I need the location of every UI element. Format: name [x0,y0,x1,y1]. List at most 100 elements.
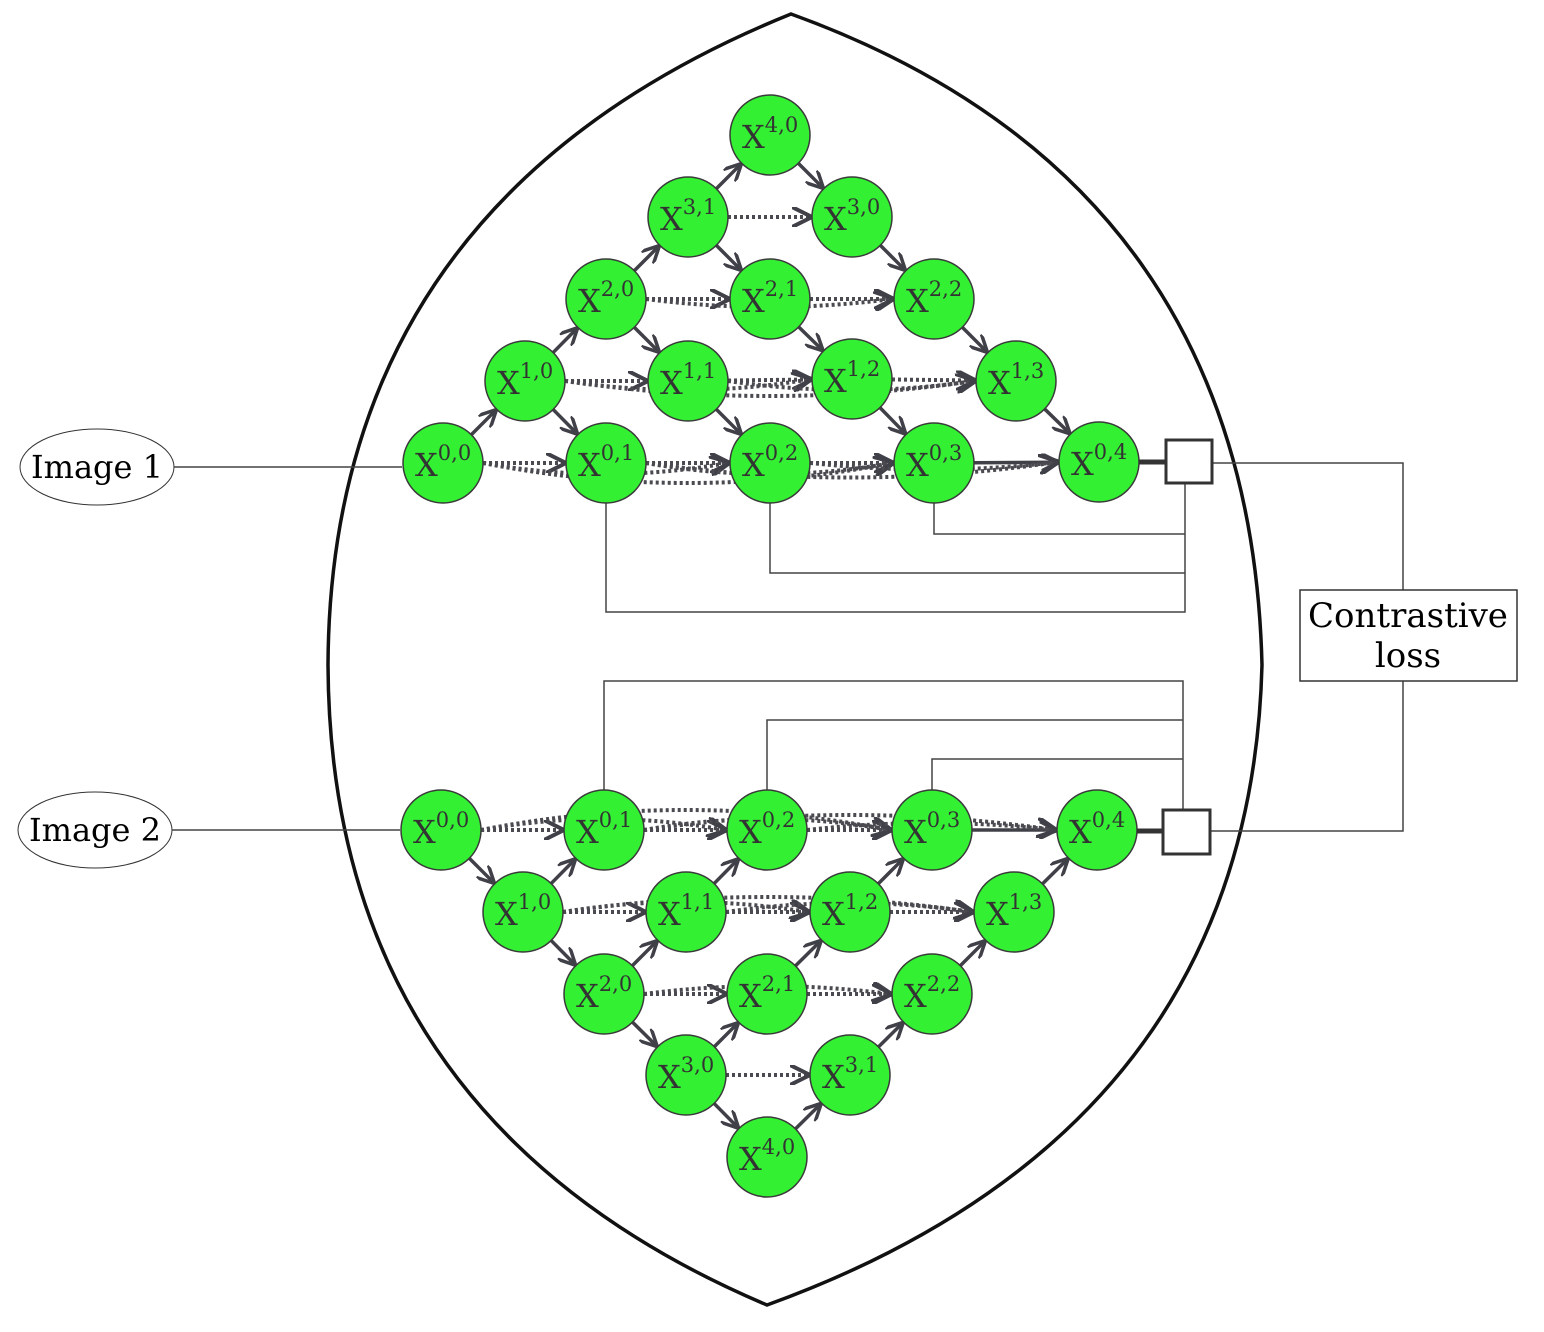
bottom-node-label: X2,1 [739,972,795,1015]
input-image-2: Image 2 [17,791,400,869]
edge-t22-t13 [961,326,986,351]
edge-b10-b20 [549,939,574,964]
contrastive-loss: Contrastive loss [1210,462,1518,832]
top-node-label: X2,2 [906,277,962,320]
skip-b10-b13 [562,895,972,912]
top-node-circle [811,176,893,258]
bottom-node-10: X1,0 [482,871,564,953]
top-node-04: X0,4 [1058,421,1140,503]
edge-t31-t21 [715,244,740,269]
top-node-20: X2,0 [565,258,647,340]
edge-b11-b02 [712,860,737,885]
edge-b31-b22 [877,1024,902,1049]
bottom-node-label: X1,3 [986,890,1042,933]
bottom-node-13: X1,3 [973,871,1055,953]
input-image-1: Image 1 [19,428,402,506]
edge-b21-b12 [794,942,820,968]
bottom-output [1137,808,1212,856]
edge-t13-t04 [1043,407,1069,433]
bottom-node-label: X0,1 [576,808,632,851]
bottom-node-label: X3,0 [658,1053,714,1096]
top-node-label: X1,3 [988,359,1044,402]
bottom-node-label: X3,1 [822,1053,878,1096]
skip-t10-t13 [564,381,974,398]
top-node-circle [893,422,975,504]
top-node-label: X0,3 [906,441,962,484]
top-node-label: X2,1 [742,277,798,320]
skip-t11-t13 [727,381,974,390]
skip-t01-t04 [645,462,1057,480]
top-node-label: X3,0 [824,195,880,238]
top-node-label: X0,2 [742,441,798,484]
top-node-circle [647,176,729,258]
bottom-node-circle [563,953,645,1035]
edge-b12-b03 [877,860,902,885]
bottom-node-circle [726,953,808,1035]
bottom-output-box [1161,808,1212,856]
bottom-node-02: X0,2 [726,789,808,871]
bottom-node-label: X2,0 [576,972,632,1015]
siamese-network-outline [326,12,1264,1307]
edge-b10-b01 [549,860,574,885]
edge-t20-t31 [633,247,658,272]
top-node-circle [565,258,647,340]
bottom-node-11: X1,1 [645,871,727,953]
edge-t10-t01 [551,408,576,433]
bottom-node-label: X0,4 [1069,808,1125,851]
skip-t20-t22 [645,299,892,307]
top-node-circle [811,338,893,420]
bottom-node-label: X2,2 [904,972,960,1015]
skip-b00-b03 [480,808,890,830]
top-node-40: X4,0 [729,94,811,176]
top-node-circle [647,340,729,422]
bottom-node-circle [809,1034,891,1116]
bottom-node-04: X0,4 [1056,789,1138,871]
top-output [1139,438,1214,485]
bottom-node-circle [645,871,727,953]
top-node-label: X0,4 [1071,440,1127,483]
top-node-label: X1,2 [824,357,880,400]
bottom-node-22: X2,2 [891,953,973,1035]
contrastive-loss-line2: loss [1375,636,1441,676]
bottom-node-00: X0,0 [400,789,482,871]
top-node-11: X1,1 [647,340,729,422]
bottom-node-circle [645,1034,727,1116]
top-node-label: X0,1 [578,441,634,484]
top-deep-supervision-lines [605,483,1186,613]
top-node-10: X1,0 [484,340,566,422]
skip-b01-b04 [643,813,1055,830]
edge-b20-b11 [631,942,656,967]
edge-b00-b10 [468,857,493,882]
edge-t12-t03 [878,406,905,433]
top-node-12: X1,2 [811,338,893,420]
top-node-circle [484,340,566,422]
top-node-label: X0,0 [415,441,471,484]
top-node-circle [729,422,811,504]
top-node-02: X0,2 [729,422,811,504]
bottom-node-circle [482,871,564,953]
bottom-node-label: X0,3 [904,808,960,851]
bottom-deep-supervision-lines [603,680,1184,810]
top-node-circle [729,94,811,176]
edge-t11-t02 [715,408,740,433]
input-image-1-label: Image 1 [31,448,163,486]
edge-t21-t12 [797,325,822,350]
skip-b11-b13 [725,903,972,912]
top-node-13: X1,3 [975,340,1057,422]
bottom-node-circle [891,789,973,871]
edge-b22-b13 [959,942,984,967]
top-node-30: X3,0 [811,176,893,258]
skip-t00-t03 [482,463,892,485]
bottom-node-circle [563,789,645,871]
edge-t30-t22 [879,244,904,269]
bottom-node-circle [891,953,973,1035]
top-node-22: X2,2 [893,258,975,340]
top-node-label: X4,0 [742,113,798,156]
bottom-node-40: X4,0 [726,1116,808,1198]
top-node-31: X3,1 [647,176,729,258]
top-node-label: X3,1 [660,195,716,238]
top-node-circle [565,422,647,504]
edge-b30-b21 [713,1024,737,1048]
